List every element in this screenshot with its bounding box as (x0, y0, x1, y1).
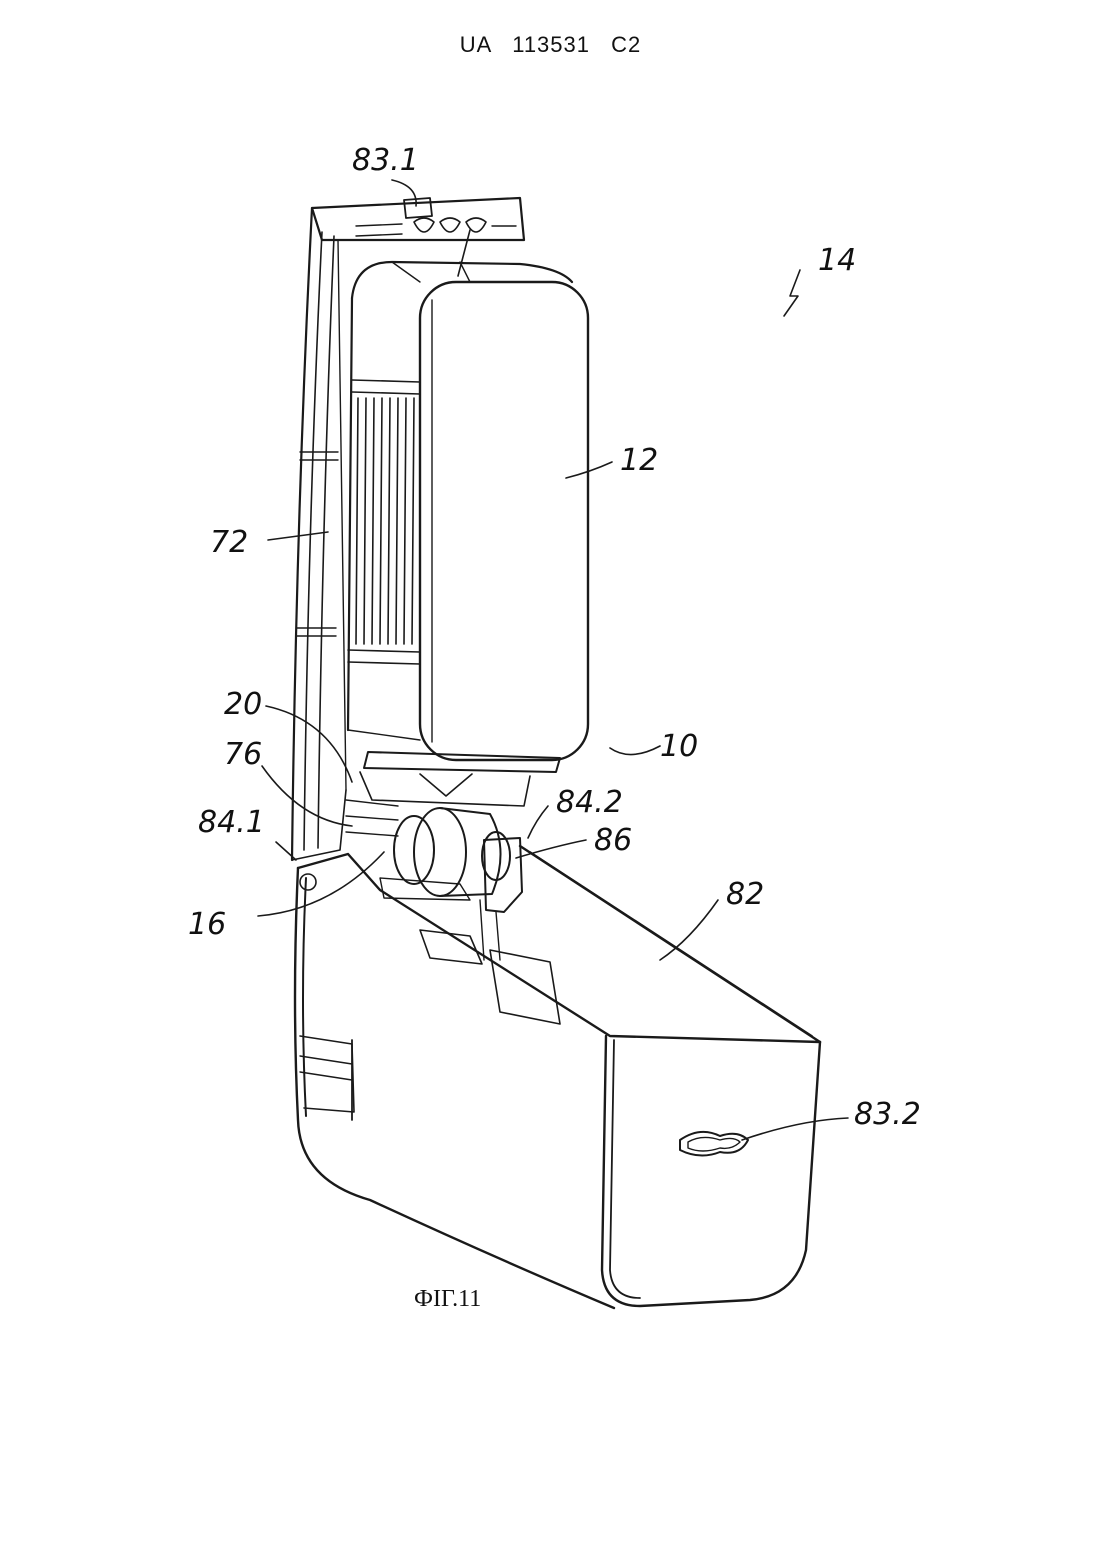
label-84-2: 84.2 (556, 785, 623, 820)
label-20: 20 (224, 687, 262, 722)
label-72: 72 (210, 525, 248, 560)
figure-caption: ФІГ.11 (414, 1286, 481, 1312)
leader-lines (258, 180, 848, 1140)
soap-cartridge (348, 262, 588, 760)
label-16: 16 (188, 907, 226, 942)
label-82: 82 (726, 877, 764, 912)
label-83-1: 83.1 (352, 143, 419, 178)
label-86: 86 (594, 823, 632, 858)
label-76: 76 (224, 737, 262, 772)
front-cover (295, 846, 820, 1308)
label-83-2: 83.2 (854, 1097, 921, 1132)
pump-assembly (346, 752, 560, 960)
label-12: 12 (620, 443, 658, 478)
label-10: 10 (660, 729, 698, 764)
label-14: 14 (818, 243, 856, 278)
label-84-1: 84.1 (198, 805, 265, 840)
